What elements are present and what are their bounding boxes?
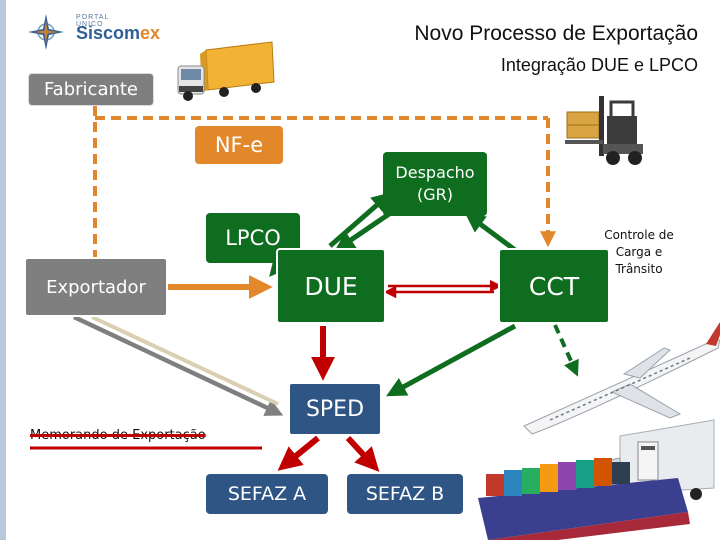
arrow-cct-sped — [386, 323, 517, 397]
controle-line2: Carga e — [615, 245, 663, 259]
arrow-sped-sefazb — [345, 435, 380, 472]
cargo-ship-icon — [478, 441, 690, 540]
page-title: Novo Processo de Exportação — [414, 22, 698, 45]
despacho-line1: Despacho — [395, 163, 475, 182]
arrow-cct-despacho — [464, 212, 517, 253]
controle-carga-label: Controle de Carga e Trânsito — [592, 227, 686, 278]
left-rule — [0, 0, 6, 540]
node-sefaz-a: SEFAZ A — [206, 474, 328, 514]
dashed-cct-down — [553, 324, 579, 377]
compass-rose-icon — [28, 14, 64, 50]
memorando-label: Memorando de Exportação — [30, 428, 206, 443]
arrow-sped-sefaza — [277, 435, 320, 471]
node-nfe: NF-e — [195, 126, 283, 164]
forklift-icon — [565, 96, 643, 165]
node-cct: CCT — [498, 248, 610, 324]
node-exportador: Exportador — [24, 257, 168, 317]
despacho-line2: (GR) — [417, 185, 453, 204]
controle-line1: Controle de — [604, 228, 674, 242]
logo-brand-text: Siscomex — [76, 23, 161, 43]
dashed-flow-lines — [93, 106, 556, 258]
node-fabricante: Fabricante — [28, 73, 154, 106]
node-despacho: Despacho (GR) — [383, 152, 487, 216]
page-subtitle: Integração DUE e LPCO — [500, 55, 698, 75]
siscomex-logo: PORTAL ÚNICO Siscomex — [26, 12, 160, 52]
logo-portal-text: PORTAL ÚNICO — [76, 14, 110, 28]
arrow-exportador-sped-2 — [91, 315, 279, 406]
arrow-exportador-sped — [73, 314, 284, 416]
arrow-despacho-due — [334, 209, 394, 252]
controle-line3: Trânsito — [615, 262, 663, 276]
node-sefaz-b: SEFAZ B — [347, 474, 463, 514]
airplane-icon — [523, 322, 720, 435]
node-sped: SPED — [288, 382, 382, 436]
node-due: DUE — [276, 248, 386, 324]
truck-icon — [177, 41, 275, 101]
